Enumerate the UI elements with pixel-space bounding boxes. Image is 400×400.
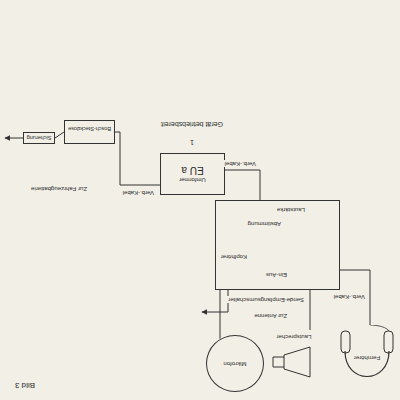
fuse-box: Sicherung — [23, 132, 55, 144]
cable — [225, 170, 260, 200]
node-text: Ein-Aus — [266, 271, 287, 278]
switch-label: Sende-Empfangsumschalter — [227, 296, 305, 303]
cable — [55, 132, 64, 138]
callout-number: 1 — [189, 138, 195, 146]
converter-box: UmformerEU a — [160, 153, 225, 195]
radio-set-box: Ein-Aus Kopfhörer Abstimmung Lautstärke — [215, 200, 340, 290]
cable — [220, 290, 221, 339]
cable-label: Verb.-Kabel — [333, 293, 366, 300]
node-text: Sicherung — [27, 135, 52, 141]
antenna-lead — [202, 290, 228, 312]
node-text: Lautstärke — [277, 206, 305, 213]
cable — [310, 290, 311, 330]
socket-box: Bosch-Steckdose — [64, 120, 115, 144]
node-text: Kopfhörer — [221, 253, 247, 260]
loudspeaker: Lautsprecher — [268, 330, 320, 378]
battery-lead — [5, 138, 23, 139]
battery-label: Zur Fahrzeugbatterie — [30, 185, 88, 192]
node-text: Mikrofon — [224, 360, 247, 367]
node-text: Lautsprecher — [276, 333, 311, 340]
figure-number: Bild 3 — [14, 381, 36, 390]
headphones: Fernhörer — [339, 325, 395, 385]
node-text: Bosch-Steckdose — [68, 126, 111, 132]
node-text: Fernhörer — [354, 354, 380, 361]
node-text: Umformer — [179, 176, 206, 183]
microphone: Mikrofon — [206, 335, 264, 392]
caption: Gerät betriebsbereit — [160, 120, 224, 128]
node-text: EU a — [181, 165, 203, 177]
cable — [115, 132, 160, 185]
antenna-label: Zur Antenne — [253, 312, 288, 319]
cable-label: Verb.-Kabel — [224, 160, 257, 167]
cable-label: Verb.-Kabel — [122, 189, 155, 196]
node-text: Abstimmung — [248, 220, 281, 227]
